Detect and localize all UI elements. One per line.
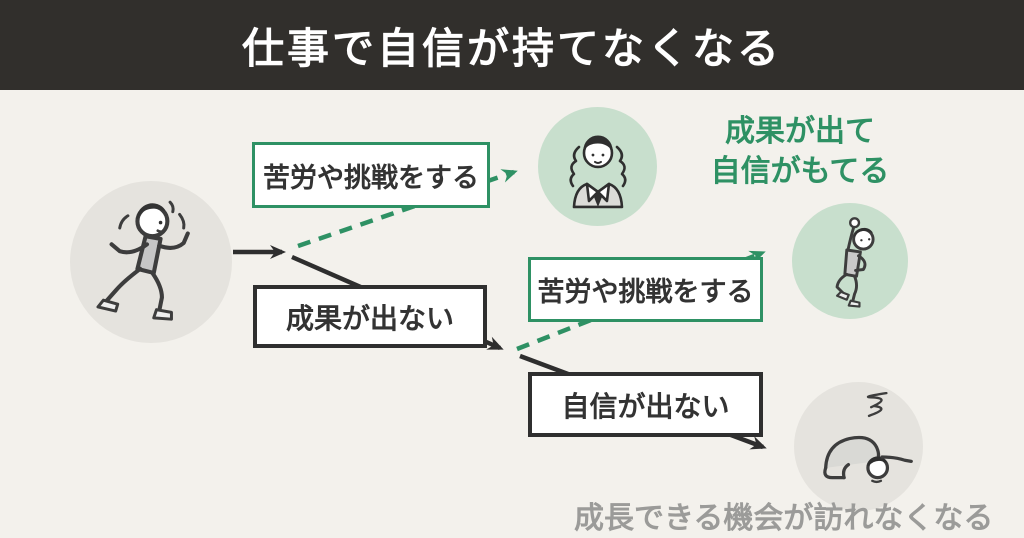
success-top-circle <box>538 107 657 226</box>
box-no-confidence: 自信が出ない <box>528 372 763 437</box>
success-outcome-label: 成果が出て 自信がもてる <box>688 112 912 192</box>
failure-circle <box>794 382 923 511</box>
page-title: 仕事で自信が持てなくなる <box>241 23 782 73</box>
failure-outcome-label: 成長できる機会が訪れなくなる <box>574 501 994 536</box>
box-no-results: 成果が出ない <box>253 285 487 348</box>
success-outcome-line1: 成果が出て <box>725 114 875 149</box>
running-person-icon <box>96 200 190 321</box>
box-challenge-top: 苦労や挑戦をする <box>252 142 490 208</box>
success-mid-circle <box>792 203 908 319</box>
header-bar: 仕事で自信が持てなくなる <box>0 0 1024 90</box>
box-challenge-mid: 苦労や挑戦をする <box>528 257 763 322</box>
start-circle <box>70 181 232 343</box>
confident-woman-icon <box>568 135 627 208</box>
collapsed-person-icon <box>823 392 913 484</box>
celebrating-man-icon <box>835 217 875 308</box>
success-outcome-line2: 自信がもてる <box>710 153 890 189</box>
arrow-challenge-top <box>297 169 518 249</box>
